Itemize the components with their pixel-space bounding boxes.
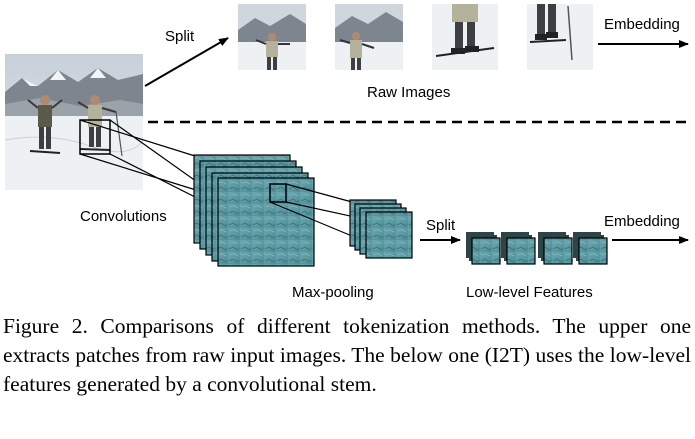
feature-group — [501, 232, 536, 265]
conv-feature-maps — [193, 154, 315, 267]
raw-patch — [432, 4, 498, 70]
figure-caption: Figure 2. Comparisons of different token… — [3, 314, 691, 396]
feature-group — [466, 232, 501, 265]
raw-patch — [527, 4, 593, 70]
source-image — [4, 54, 144, 190]
split-label-top: Split — [165, 28, 195, 45]
tokenization-diagram — [4, 4, 690, 267]
low-level-features-label: Low-level Features — [466, 284, 593, 301]
raw-patch — [335, 4, 403, 70]
max-pooling-label: Max-pooling — [292, 284, 374, 301]
pool-window-box — [269, 183, 287, 203]
embedding-label-top: Embedding — [604, 16, 680, 33]
convolutions-label: Convolutions — [80, 208, 167, 225]
patch-selection-box — [79, 119, 111, 155]
split-label-bottom: Split — [426, 217, 456, 234]
max-pooling-maps — [349, 199, 413, 259]
split-arrow-top — [144, 37, 229, 87]
feature-group — [538, 232, 573, 265]
raw-patch — [238, 4, 306, 70]
feature-group — [573, 232, 608, 265]
raw-images-label: Raw Images — [367, 84, 451, 101]
low-level-feature-groups — [466, 232, 608, 265]
raw-image-patches — [238, 4, 593, 70]
embedding-label-bottom: Embedding — [604, 213, 680, 230]
